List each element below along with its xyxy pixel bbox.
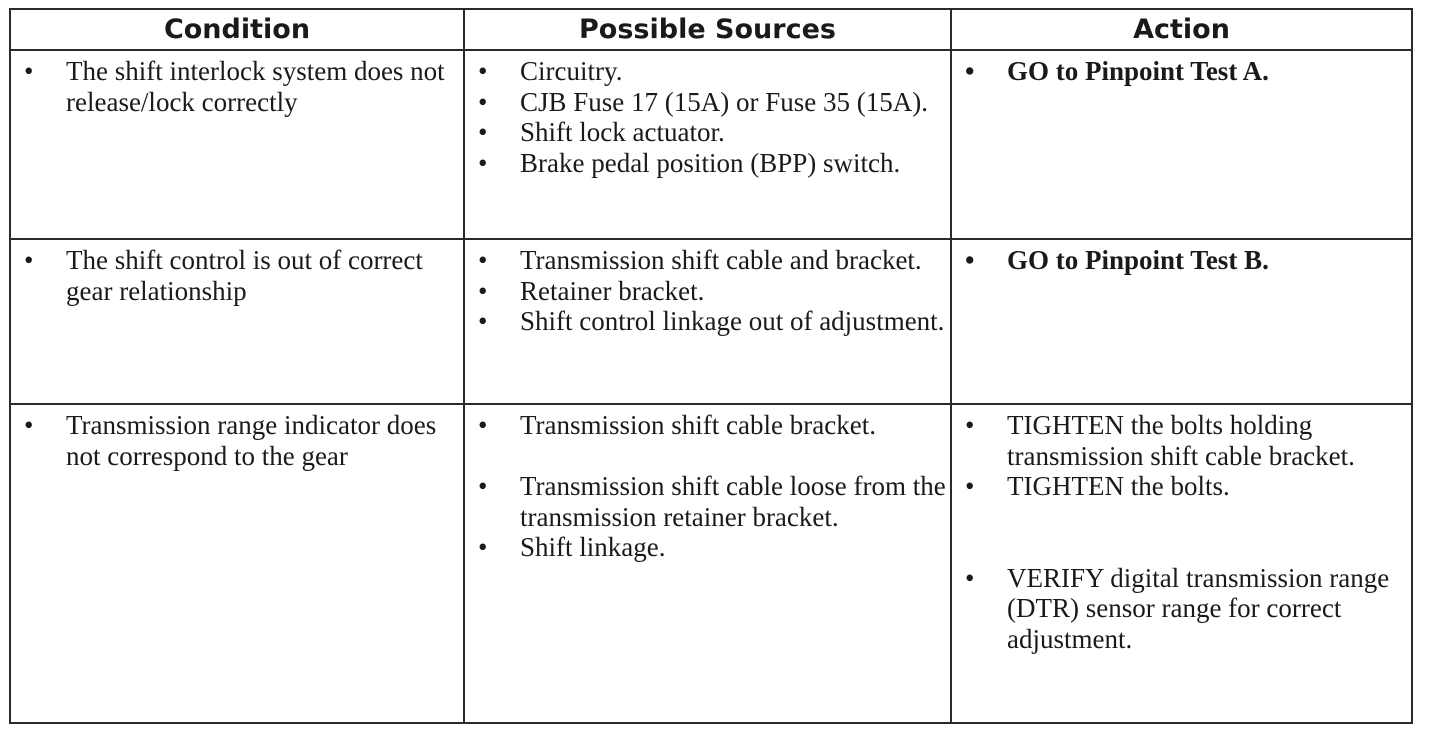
condition-list: Transmission range indicator does not co… <box>11 410 463 471</box>
action-item: TIGHTEN the bolts. <box>952 471 1411 502</box>
action-cell: GO to Pinpoint Test A. <box>950 49 1413 240</box>
header-condition: Condition <box>9 8 465 51</box>
action-item: GO to Pinpoint Test B. <box>952 245 1411 276</box>
condition-list: The shift control is out of correct gear… <box>11 245 463 306</box>
source-item: Shift linkage. <box>465 532 950 563</box>
action-cell: TIGHTEN the bolts holding transmission s… <box>950 403 1413 724</box>
source-item: Brake pedal position (BPP) switch. <box>465 148 950 179</box>
condition-cell: Transmission range indicator does not co… <box>9 403 465 724</box>
sources-cell: Circuitry. CJB Fuse 17 (15A) or Fuse 35 … <box>463 49 952 240</box>
sources-cell: Transmission shift cable and bracket. Re… <box>463 238 952 405</box>
source-item: Transmission shift cable bracket. <box>465 410 950 441</box>
condition-item: The shift interlock system does not rele… <box>11 56 463 117</box>
source-item: Shift lock actuator. <box>465 117 950 148</box>
condition-item: Transmission range indicator does not co… <box>11 410 463 471</box>
sources-list: Circuitry. CJB Fuse 17 (15A) or Fuse 35 … <box>465 56 950 178</box>
actions-list: GO to Pinpoint Test A. <box>952 56 1411 87</box>
action-item: TIGHTEN the bolts holding transmission s… <box>952 410 1411 471</box>
header-row: Condition Possible Sources Action <box>9 8 1413 51</box>
source-item: CJB Fuse 17 (15A) or Fuse 35 (15A). <box>465 87 950 118</box>
source-item: Shift control linkage out of adjustment. <box>465 306 950 337</box>
action-item: VERIFY digital transmission range (DTR) … <box>952 563 1411 655</box>
source-item: Circuitry. <box>465 56 950 87</box>
sources-list: Transmission shift cable and bracket. Re… <box>465 245 950 337</box>
source-item: Retainer bracket. <box>465 276 950 307</box>
action-item: GO to Pinpoint Test A. <box>952 56 1411 87</box>
diagnosis-table: Condition Possible Sources Action The sh… <box>9 8 1413 724</box>
sources-cell: Transmission shift cable bracket. Transm… <box>463 403 952 724</box>
actions-list: GO to Pinpoint Test B. <box>952 245 1411 276</box>
sources-list: Transmission shift cable bracket. Transm… <box>465 410 950 563</box>
header-action: Action <box>950 8 1413 51</box>
action-cell: GO to Pinpoint Test B. <box>950 238 1413 405</box>
condition-cell: The shift interlock system does not rele… <box>9 49 465 240</box>
source-item: Transmission shift cable and bracket. <box>465 245 950 276</box>
header-possible-sources: Possible Sources <box>463 8 952 51</box>
table-row: Transmission range indicator does not co… <box>9 403 1413 724</box>
condition-item: The shift control is out of correct gear… <box>11 245 463 306</box>
table-row: The shift interlock system does not rele… <box>9 49 1413 240</box>
actions-list: TIGHTEN the bolts holding transmission s… <box>952 410 1411 654</box>
table-row: The shift control is out of correct gear… <box>9 238 1413 405</box>
condition-cell: The shift control is out of correct gear… <box>9 238 465 405</box>
condition-list: The shift interlock system does not rele… <box>11 56 463 117</box>
source-item: Transmission shift cable loose from the … <box>465 471 950 532</box>
